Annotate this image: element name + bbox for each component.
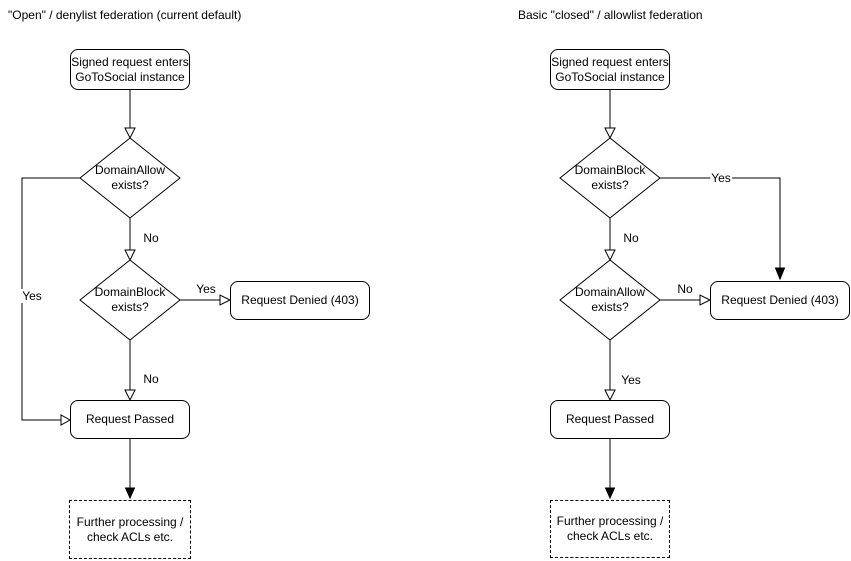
entry-node: Signed request enters GoToSocial instanc… [70,49,190,90]
edge-label-yes: Yes [21,289,43,303]
edge-label-no: No [676,282,694,296]
open-arrowhead [699,294,712,306]
connector-passed-to-further [604,439,616,500]
chart-title-allowlist: Basic "closed" / allowlist federation [518,8,703,22]
edge-label-no: No [142,372,160,386]
open-arrowhead [124,127,136,140]
open-arrowhead [60,414,72,426]
edge-label-yes: Yes [195,282,217,296]
request-passed-node: Request Passed [550,400,670,439]
open-arrowhead [604,249,616,262]
request-passed-node: Request Passed [70,400,190,439]
further-processing-node: Further processing / check ACLs etc. [69,500,191,559]
connector-entry-to-domainallow [124,90,136,140]
request-denied-node: Request Denied (403) [230,281,370,320]
decision-domainallow-label: DomainAllow exists? [574,285,646,314]
entry-node: Signed request enters GoToSocial instanc… [550,49,670,90]
edge-label-yes: Yes [710,171,732,185]
open-arrowhead [604,127,616,140]
further-processing-node: Further processing / check ACLs etc. [550,500,670,558]
connector-domainblock-no-to-domainallow [604,218,616,262]
edge-label-no: No [622,231,640,245]
filled-arrowhead [124,487,136,500]
open-arrowhead [604,389,616,402]
connector-domainblock-yes-to-denied [660,177,786,281]
open-arrowhead [219,294,232,306]
connector-domainallow-no-to-domainblock [124,218,136,262]
decision-domainallow-label: DomainAllow exists? [94,163,166,192]
decision-domainblock-label: DomainBlock exists? [574,163,646,192]
filled-arrowhead [774,267,786,281]
connector-passed-to-further [124,439,136,500]
connector-domainallow-no-to-denied [660,294,712,306]
filled-arrowhead [604,487,616,500]
edge-label-yes: Yes [620,373,642,387]
connector-domainallow-yes-to-passed [604,340,616,402]
decision-domainblock-label: DomainBlock exists? [94,285,166,314]
open-arrowhead [124,389,136,402]
connector-domainblock-no-to-passed [124,340,136,402]
connector-entry-to-domainblock [604,90,616,140]
edge-label-no: No [142,231,160,245]
chart-title-denylist: "Open" / denylist federation (current de… [8,8,242,22]
open-arrowhead [124,249,136,262]
connector-domainblock-yes-to-denied [180,294,232,306]
request-denied-node: Request Denied (403) [710,281,850,320]
